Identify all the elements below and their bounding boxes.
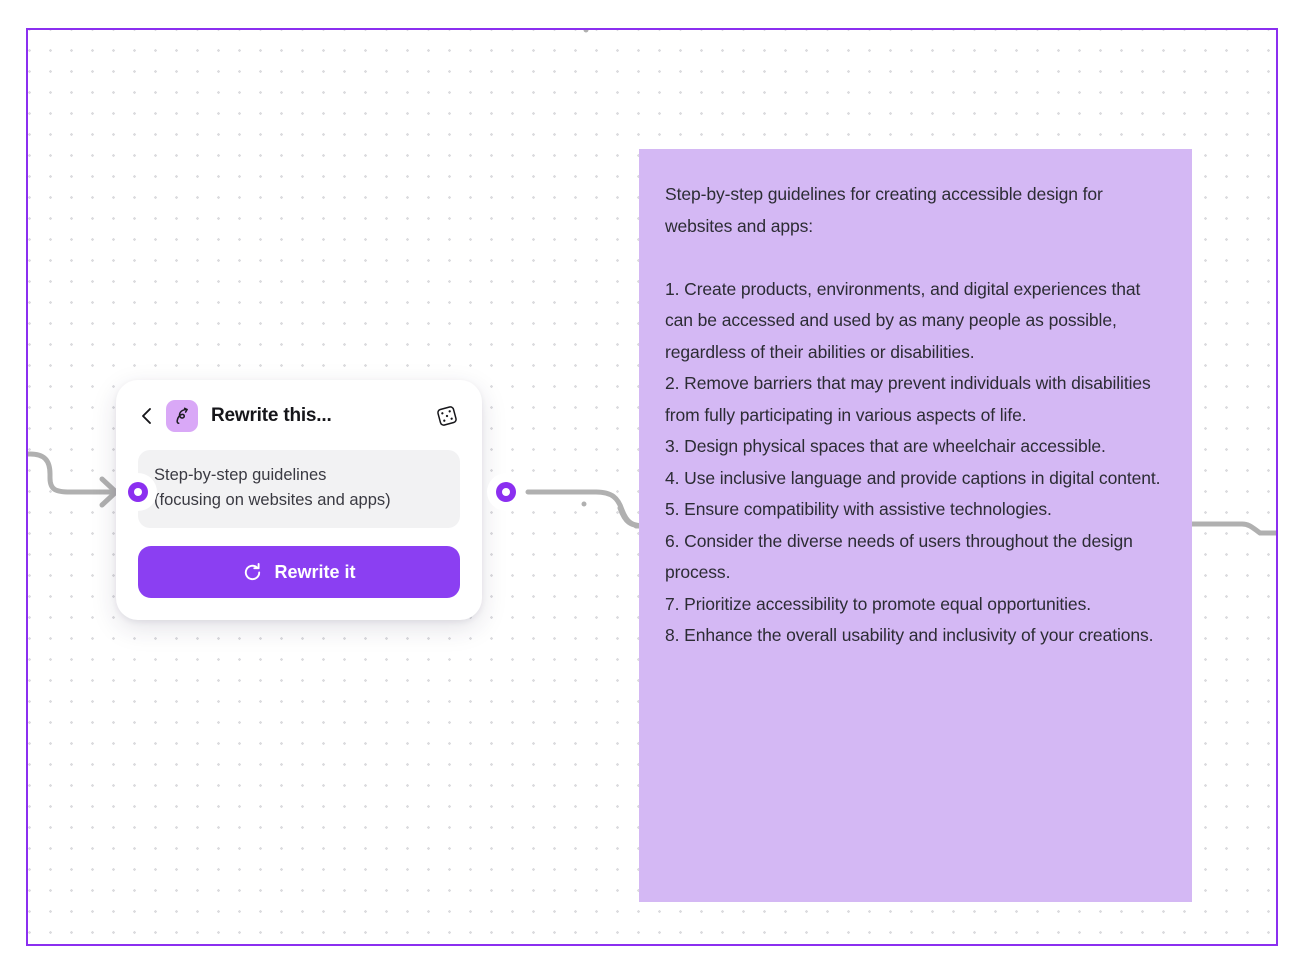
output-port-ring bbox=[496, 482, 516, 502]
right-edge-path bbox=[1177, 521, 1276, 536]
rewrite-it-button[interactable]: Rewrite it bbox=[138, 546, 460, 598]
scribble-rewrite-icon[interactable] bbox=[166, 400, 198, 432]
output-port[interactable] bbox=[491, 477, 521, 507]
rewrite-prompt-card[interactable]: Rewrite this... Step-by-step guidelines … bbox=[116, 380, 482, 620]
card-title: Rewrite this... bbox=[211, 405, 332, 426]
prompt-input[interactable]: Step-by-step guidelines (focusing on web… bbox=[138, 450, 460, 528]
chevron-left-icon[interactable] bbox=[138, 405, 156, 427]
dice-icon[interactable] bbox=[434, 403, 460, 429]
incoming-edge-arrow bbox=[99, 476, 119, 508]
input-port-ring bbox=[128, 482, 148, 502]
output-text-content: Step-by-step guidelines for creating acc… bbox=[665, 184, 1161, 645]
refresh-icon bbox=[242, 562, 263, 583]
input-port[interactable] bbox=[123, 477, 153, 507]
outgoing-edge-path bbox=[525, 489, 649, 529]
output-text-panel[interactable]: Step-by-step guidelines for creating acc… bbox=[639, 149, 1192, 902]
card-header: Rewrite this... bbox=[138, 398, 460, 434]
incoming-edge-path bbox=[28, 451, 119, 495]
rewrite-it-button-label: Rewrite it bbox=[274, 561, 356, 582]
workflow-canvas[interactable]: Step-by-step guidelines for creating acc… bbox=[26, 28, 1278, 946]
